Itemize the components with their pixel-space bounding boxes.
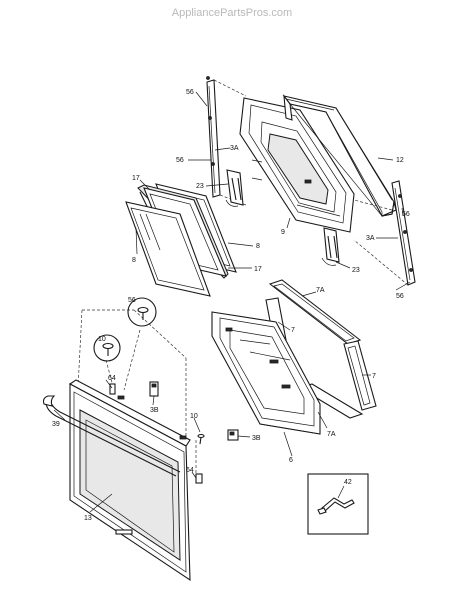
screw-10-lower bbox=[197, 433, 205, 445]
hinge-channel-right bbox=[353, 180, 416, 286]
inner-door-liner bbox=[239, 97, 355, 233]
watermark-text: AppliancePartsPros.com bbox=[172, 7, 292, 19]
leader-lines bbox=[53, 91, 411, 513]
callout-39: 39 bbox=[52, 421, 60, 428]
callout-3a: 3A bbox=[366, 235, 375, 242]
callout-56: 56 bbox=[396, 293, 404, 300]
callout-7: 7 bbox=[291, 327, 295, 334]
callout-7: 7 bbox=[372, 373, 376, 380]
callout-23: 23 bbox=[196, 183, 204, 190]
callout-17: 17 bbox=[254, 266, 262, 273]
callout-3b: 3B bbox=[252, 435, 261, 442]
inset-box-part-42 bbox=[307, 473, 369, 535]
callout-7a: 7A bbox=[316, 287, 325, 294]
door-frame bbox=[211, 311, 321, 435]
callout-10: 10 bbox=[98, 336, 106, 343]
callout-64: 64 bbox=[186, 467, 194, 474]
clip-64-upper bbox=[109, 383, 116, 395]
callout-56: 56 bbox=[402, 211, 410, 218]
callout-56: 56 bbox=[186, 89, 194, 96]
front-glass-panel bbox=[125, 201, 211, 297]
callout-13: 13 bbox=[84, 515, 92, 522]
callout-10: 10 bbox=[190, 413, 198, 420]
hinge-channel-left bbox=[206, 76, 247, 206]
callout-6: 6 bbox=[289, 457, 293, 464]
insulation-top bbox=[268, 279, 362, 345]
callout-56: 56 bbox=[128, 297, 136, 304]
callout-9: 9 bbox=[281, 229, 285, 236]
callout-3b: 3B bbox=[150, 407, 159, 414]
hinge-left bbox=[225, 169, 244, 207]
callout-17: 17 bbox=[132, 175, 140, 182]
hinge-right bbox=[321, 227, 340, 266]
screw-detail-circle-56 bbox=[127, 297, 157, 327]
callout-8: 8 bbox=[132, 257, 136, 264]
screw-detail-circle-10 bbox=[93, 334, 121, 362]
insulation-right bbox=[343, 340, 377, 411]
callout-labels: 56 3A 56 12 23 9 17 8 17 8 56 3A 23 56 7… bbox=[52, 89, 410, 522]
door-liner-frame bbox=[282, 94, 397, 217]
bracket-3b-lower bbox=[227, 429, 239, 441]
outer-door-panel bbox=[68, 379, 191, 582]
callout-12: 12 bbox=[396, 157, 404, 164]
callout-56: 56 bbox=[176, 157, 184, 164]
clip-64-lower bbox=[195, 473, 203, 484]
door-handle bbox=[42, 395, 181, 477]
callout-8: 8 bbox=[256, 243, 260, 250]
callout-3a: 3A bbox=[230, 145, 239, 152]
callout-42: 42 bbox=[344, 479, 352, 486]
callout-7a: 7A bbox=[327, 431, 336, 438]
callout-64: 64 bbox=[108, 375, 116, 382]
callout-23: 23 bbox=[352, 267, 360, 274]
bracket-3b-upper bbox=[149, 381, 159, 397]
